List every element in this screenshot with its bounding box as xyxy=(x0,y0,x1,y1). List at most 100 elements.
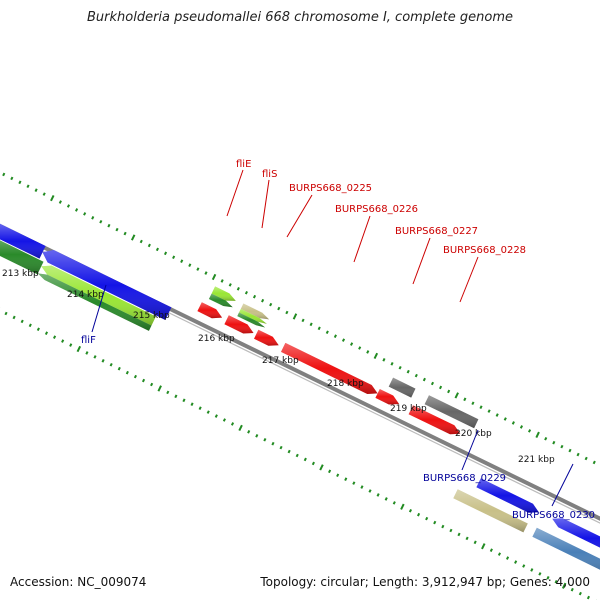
gene-feature-shading xyxy=(197,302,223,319)
outer-tick-mark xyxy=(544,436,548,441)
gene-feature-shading xyxy=(254,329,279,346)
gene-feature-shading xyxy=(408,405,461,435)
gene-label-leader xyxy=(91,284,107,333)
gene-feature-shading xyxy=(532,527,600,570)
outer-tick-mark xyxy=(487,409,491,413)
inner-tick-mark xyxy=(522,564,526,568)
gene-feature-shading xyxy=(224,315,254,334)
inner-tick-mark xyxy=(109,362,113,367)
outer-tick-mark xyxy=(454,392,459,399)
outer-tick-mark xyxy=(163,251,168,256)
axis-tick-label: 214 kbp xyxy=(67,290,104,300)
gene-labels: fliEfliSBURPS668_0225BURPS668_0226BURPS6… xyxy=(81,159,595,521)
inner-tick-mark xyxy=(311,461,315,466)
outer-tick-mark xyxy=(2,172,6,177)
outer-tick-mark xyxy=(277,306,281,311)
gene-features xyxy=(0,223,600,570)
inner-tick-mark xyxy=(561,582,567,589)
outer-tick-mark xyxy=(560,444,564,449)
outer-tick-mark xyxy=(66,204,71,208)
inner-tick-mark xyxy=(570,587,574,592)
gene-label-leader xyxy=(412,237,431,285)
outer-tick-mark xyxy=(414,373,418,378)
inner-tick-mark xyxy=(287,449,291,454)
axis-tick-label: 220 kbp xyxy=(455,429,492,439)
outer-tick-mark xyxy=(382,358,386,362)
axis-tick-label: 221 kbp xyxy=(518,455,555,465)
inner-tick-mark xyxy=(150,382,154,387)
gene-label: BURPS668_0229 xyxy=(423,473,506,484)
inner-tick-mark xyxy=(368,489,372,493)
inner-tick-mark xyxy=(408,508,413,513)
inner-tick-mark xyxy=(61,339,65,343)
inner-tick-mark xyxy=(376,493,380,497)
outer-tick-mark xyxy=(58,200,62,204)
inner-tick-mark xyxy=(449,528,453,533)
outer-tick-mark xyxy=(430,381,435,386)
outer-tick-mark xyxy=(341,338,346,342)
outer-tick-mark xyxy=(188,263,192,267)
gene-label-leader xyxy=(286,194,313,238)
gene-feature-shading xyxy=(41,265,156,326)
inner-tick-mark xyxy=(586,595,590,600)
outer-tick-mark xyxy=(398,365,402,370)
axis-tick-label: 213 kbp xyxy=(2,269,39,279)
inner-tick-mark xyxy=(360,485,364,489)
outer-tick-mark xyxy=(519,425,524,429)
gene-label-leader xyxy=(459,256,479,303)
label-leaders xyxy=(91,169,574,507)
gene-label: BURPS668_0230 xyxy=(512,510,595,521)
inner-tick-mark xyxy=(295,453,299,458)
inner-tick-mark xyxy=(319,464,324,471)
inner-tick-mark xyxy=(36,327,40,332)
inner-tick-mark xyxy=(238,424,243,432)
inner-tick-mark xyxy=(457,532,461,537)
gene-feature-shading xyxy=(375,389,400,405)
outer-tick-mark xyxy=(552,440,556,445)
outer-tick-mark xyxy=(350,342,354,346)
outer-tick-mark xyxy=(317,326,321,331)
gene-label-leader xyxy=(261,179,270,229)
gene-label: BURPS668_0225 xyxy=(289,183,372,194)
outer-tick-mark xyxy=(366,350,370,354)
inner-tick-mark xyxy=(214,414,218,418)
outer-tick-mark xyxy=(447,389,451,394)
inner-tick-mark xyxy=(28,323,32,328)
gene-label: BURPS668_0226 xyxy=(335,204,418,215)
gene-feature-shading xyxy=(424,395,479,429)
outer-tick-mark xyxy=(463,397,467,402)
gene-label-leader xyxy=(461,429,479,471)
outer-tick-mark xyxy=(373,352,379,360)
inner-tick-mark xyxy=(157,385,162,392)
axis-tick-label: 215 kbp xyxy=(133,311,170,321)
inner-tick-mark xyxy=(44,331,49,335)
inner-tick-mark xyxy=(465,536,469,541)
inner-tick-mark xyxy=(101,359,105,363)
inner-tick-mark xyxy=(344,477,348,481)
outer-tick-mark xyxy=(309,322,313,327)
inner-tick-mark xyxy=(578,591,582,596)
outer-tick-mark xyxy=(406,369,410,374)
outer-tick-mark xyxy=(576,452,580,457)
gene-feature-shading xyxy=(37,273,152,331)
gene-label-leader xyxy=(353,215,371,263)
inner-tick-mark xyxy=(230,422,235,426)
outer-tick-mark xyxy=(292,313,298,320)
inner-tick-mark xyxy=(174,394,178,399)
map-title: Burkholderia pseudomallei 668 chromosome… xyxy=(86,10,514,25)
outer-tick-mark xyxy=(83,212,87,216)
outer-tick-mark xyxy=(147,243,151,248)
gene-feature-shading xyxy=(453,489,528,533)
outer-tick-mark xyxy=(220,279,224,283)
inner-tick-mark xyxy=(530,568,534,572)
inner-tick-mark xyxy=(271,441,275,446)
inner-tick-mark xyxy=(85,351,89,355)
gene-feature-shading xyxy=(208,293,233,308)
outer-tick-mark xyxy=(358,346,362,350)
inner-tick-mark xyxy=(497,552,502,556)
inner-tick-mark xyxy=(69,343,73,347)
inner-tick-mark xyxy=(400,503,405,510)
gene-feature-shading xyxy=(388,377,416,398)
